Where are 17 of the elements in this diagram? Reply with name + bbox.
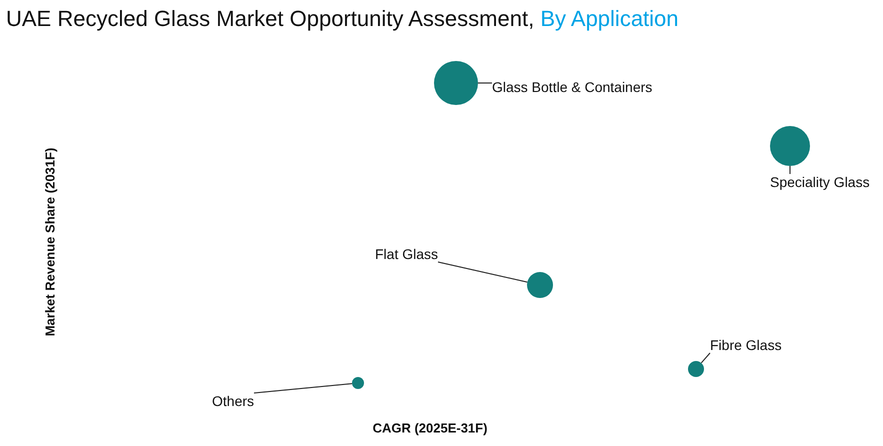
data-label: Flat Glass [375, 246, 438, 262]
bubble-marker [770, 126, 810, 166]
chart-subtitle: By Application [540, 6, 679, 31]
bubble-marker [434, 61, 478, 105]
leader-line [438, 262, 528, 283]
leader-line [700, 352, 710, 364]
data-label: Others [212, 393, 254, 409]
data-label: Fibre Glass [710, 337, 782, 353]
bubble-marker [688, 361, 704, 377]
data-label: Speciality Glass [770, 174, 870, 190]
axis-title: Market Revenue Share (2031F) [42, 148, 58, 336]
bubble-marker [527, 272, 553, 298]
axis-title: CAGR (2025E-31F) [372, 420, 488, 436]
bubble-marker [352, 377, 364, 389]
data-label: Glass Bottle & Containers [492, 79, 652, 95]
chart-title: UAE Recycled Glass Market Opportunity Assessment, [6, 6, 534, 31]
leader-line [478, 82, 492, 84]
